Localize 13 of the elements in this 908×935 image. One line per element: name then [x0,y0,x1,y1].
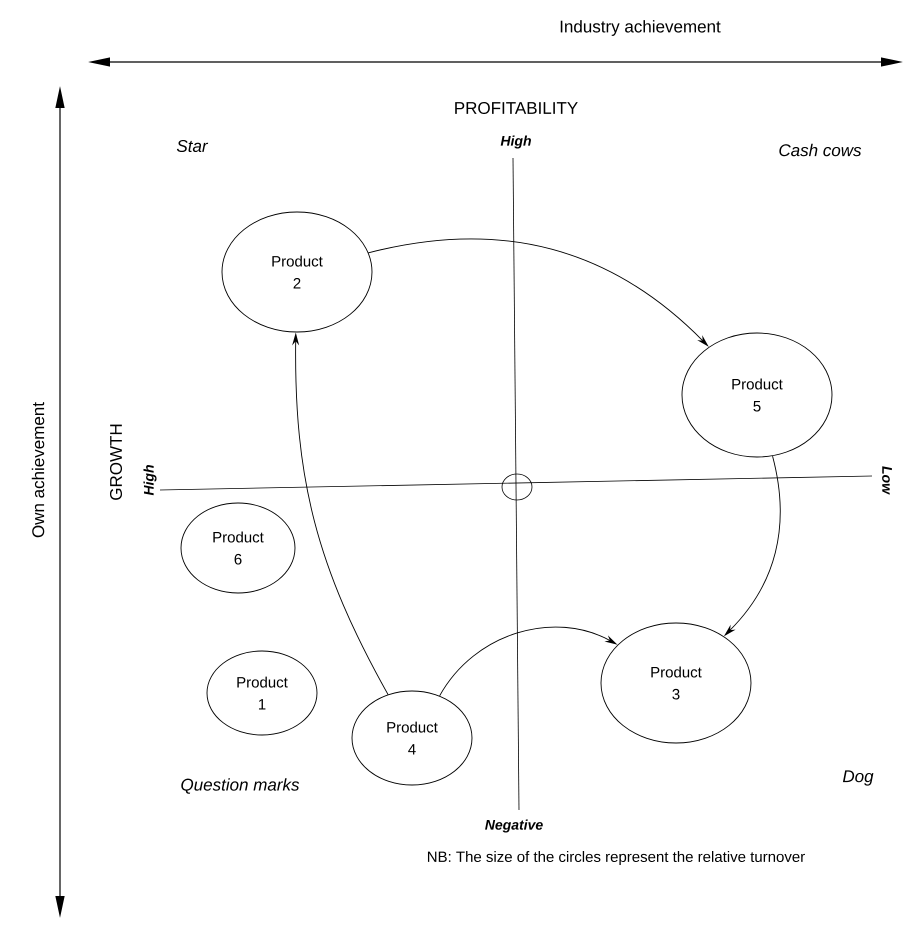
axis-label: NB: The size of the circles represent the relative turnover [428,851,805,865]
axis-label: PROFITABILITY [455,102,578,114]
axis-label: Star [176,140,208,152]
axis-label: Question marks [181,778,300,794]
axis-label: High [143,465,157,496]
axis-label: Own achievement [32,402,44,538]
axis-label: GROWTH [110,424,122,500]
axis-label: Industry achievement [560,20,721,36]
axis-label: Low [882,466,892,495]
axis-label: Dog [842,770,874,786]
axis-label: Negative [485,819,543,833]
axis-label: High [500,135,531,149]
axis-label: Cash cows [779,144,862,156]
